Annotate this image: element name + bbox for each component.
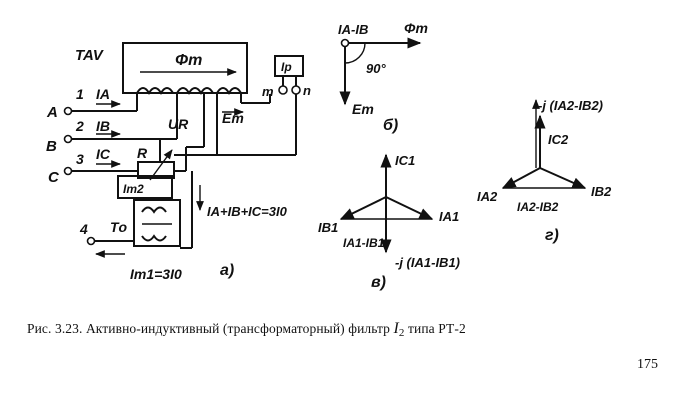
label-ic1: IC1 <box>395 153 415 168</box>
terminal-m <box>278 85 288 95</box>
label-diff-b: IA-IB <box>338 22 368 37</box>
label-a: а) <box>220 262 234 279</box>
label-terminal-m: m <box>262 84 274 99</box>
caption-prefix: Рис. 3.23. Активно-индуктивный (трансфор… <box>27 321 390 336</box>
vector-ia1 <box>385 196 434 220</box>
label-it1-eq: Iт1=3I0 <box>130 266 182 282</box>
terminal-3 <box>63 166 73 176</box>
terminal-1 <box>63 106 73 116</box>
coil-phase-b <box>176 87 214 95</box>
label-ic2: IC2 <box>548 132 569 147</box>
diagram-b: IA-IB Φт 90° Eт б) <box>338 20 428 134</box>
label-b: б) <box>383 117 398 134</box>
label-num-3: 3 <box>76 151 84 167</box>
label-terminal-n: n <box>303 83 311 98</box>
label-sum-eq: IA+IB+IC=3I0 <box>207 204 288 219</box>
label-rot-v: -j (IA1-IB1) <box>395 255 460 270</box>
label-emf-b: Eт <box>352 101 374 117</box>
coil-secondary <box>216 87 242 95</box>
winding-it2 <box>117 175 173 199</box>
label-phase-b: B <box>46 138 57 155</box>
label-diff-v: IA1-IB1 <box>343 236 385 250</box>
label-ib1: IB1 <box>318 220 338 235</box>
caption-symbol: I <box>393 320 399 337</box>
label-resistor: R <box>137 145 148 161</box>
terminal-2 <box>63 134 73 144</box>
label-phase-a: A <box>46 104 58 121</box>
transformer-core <box>122 42 248 94</box>
caption-subscript: 2 <box>398 327 405 339</box>
diagram-g: -j (IA2-IB2) IC2 IA2 IB2 IA2-IB2 г) <box>477 98 612 244</box>
terminal-n <box>291 85 301 95</box>
label-phase-c: C <box>48 169 60 186</box>
figure-caption: Рис. 3.23. Активно-индуктивный (трансфор… <box>27 320 466 339</box>
label-voltage-ur: UR <box>168 116 189 132</box>
vector-ia2 <box>501 167 541 189</box>
label-ib2: IB2 <box>591 184 612 199</box>
label-num-1: 1 <box>76 86 84 102</box>
label-current-b: IB <box>96 118 110 134</box>
page-number: 175 <box>637 357 658 372</box>
relay-ir <box>274 55 304 77</box>
label-num-2: 2 <box>75 118 84 134</box>
label-ia2: IA2 <box>477 189 498 204</box>
diagram-a: TAV Φт A 1 IA B 2 IB C 3 IC R UR <box>46 42 311 282</box>
label-v: в) <box>371 274 386 291</box>
label-diff-g: IA2-IB2 <box>517 200 559 214</box>
diagram-v: IC1 IB1 IA1 IA1-IB1 -j (IA1-IB1) в) <box>318 153 460 291</box>
label-g: г) <box>545 227 559 244</box>
label-t0: Tо <box>110 219 128 235</box>
label-it2: Iт2 <box>123 182 144 196</box>
label-flux: Φт <box>175 52 202 69</box>
label-current-a: IA <box>96 86 110 102</box>
coil-phase-a <box>136 87 174 95</box>
transformer-t0 <box>133 199 181 247</box>
vector-ib2 <box>539 167 587 189</box>
label-rot-g: -j (IA2-IB2) <box>538 98 603 113</box>
label-current-c: IC <box>96 146 111 162</box>
label-angle: 90° <box>366 61 386 76</box>
terminal-4 <box>86 236 96 246</box>
label-num-4: 4 <box>79 221 88 237</box>
label-tav: TAV <box>75 47 105 64</box>
label-relay: Iр <box>281 60 292 74</box>
label-flux-b: Φт <box>404 20 428 36</box>
caption-suffix: типа РТ-2 <box>408 321 466 336</box>
vector-ib1 <box>339 196 387 220</box>
label-ia1: IA1 <box>439 209 459 224</box>
